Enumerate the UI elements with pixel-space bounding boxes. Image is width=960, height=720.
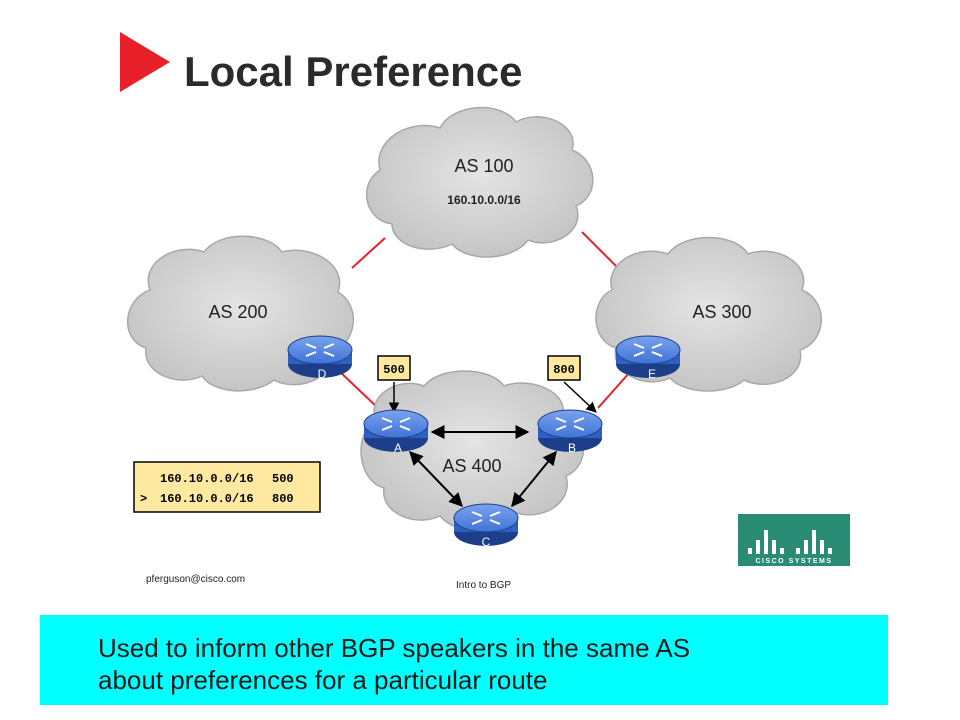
as200-label: AS 200 [208, 302, 267, 322]
route-table: 160.10.0.0/16 500 > 160.10.0.0/16 800 [133, 461, 321, 513]
pref-tag-left: 500 [377, 355, 411, 414]
route-row2-marker: > [140, 492, 147, 506]
cisco-logo: CISCO SYSTEMS [738, 514, 850, 566]
router-a-label: A [394, 441, 402, 455]
route-row2-value: 800 [272, 492, 294, 506]
ibgp-arrows [409, 425, 557, 508]
router-e-label: E [648, 367, 656, 381]
router-a: A [363, 409, 429, 455]
router-d: D [287, 335, 353, 381]
router-b-label: B [568, 441, 576, 455]
caption-line-2: about preferences for a particular route [98, 665, 548, 695]
caption-line-1: Used to inform other BGP speakers in the… [98, 633, 691, 663]
footer-email: pferguson@cisco.com [146, 574, 245, 585]
caption-box: Used to inform other BGP speakers in the… [40, 615, 888, 705]
pref-tag-right: 800 [547, 355, 597, 413]
route-row1-prefix: 160.10.0.0/16 [160, 472, 254, 486]
route-row2-prefix: 160.10.0.0/16 [160, 492, 254, 506]
slide-title: Local Preference [184, 48, 523, 95]
router-b: B [537, 409, 603, 455]
pref-tag-left-value: 500 [383, 363, 405, 377]
router-c: C [453, 503, 519, 549]
as100-prefix: 160.10.0.0/16 [447, 193, 521, 207]
as100-label: AS 100 [454, 156, 513, 176]
footer-course: Intro to BGP [456, 580, 511, 591]
router-e: E [615, 335, 681, 381]
inter-as-links [337, 231, 631, 409]
title-triangle-icon [120, 32, 170, 92]
router-c-label: C [482, 535, 491, 549]
router-d-label: D [318, 367, 327, 381]
pref-tag-right-value: 800 [553, 363, 575, 377]
cloud-as100: AS 100 160.10.0.0/16 [365, 106, 594, 258]
route-row1-value: 500 [272, 472, 294, 486]
as400-label: AS 400 [442, 456, 501, 476]
as300-label: AS 300 [692, 302, 751, 322]
cisco-logo-text: CISCO SYSTEMS [755, 558, 832, 565]
